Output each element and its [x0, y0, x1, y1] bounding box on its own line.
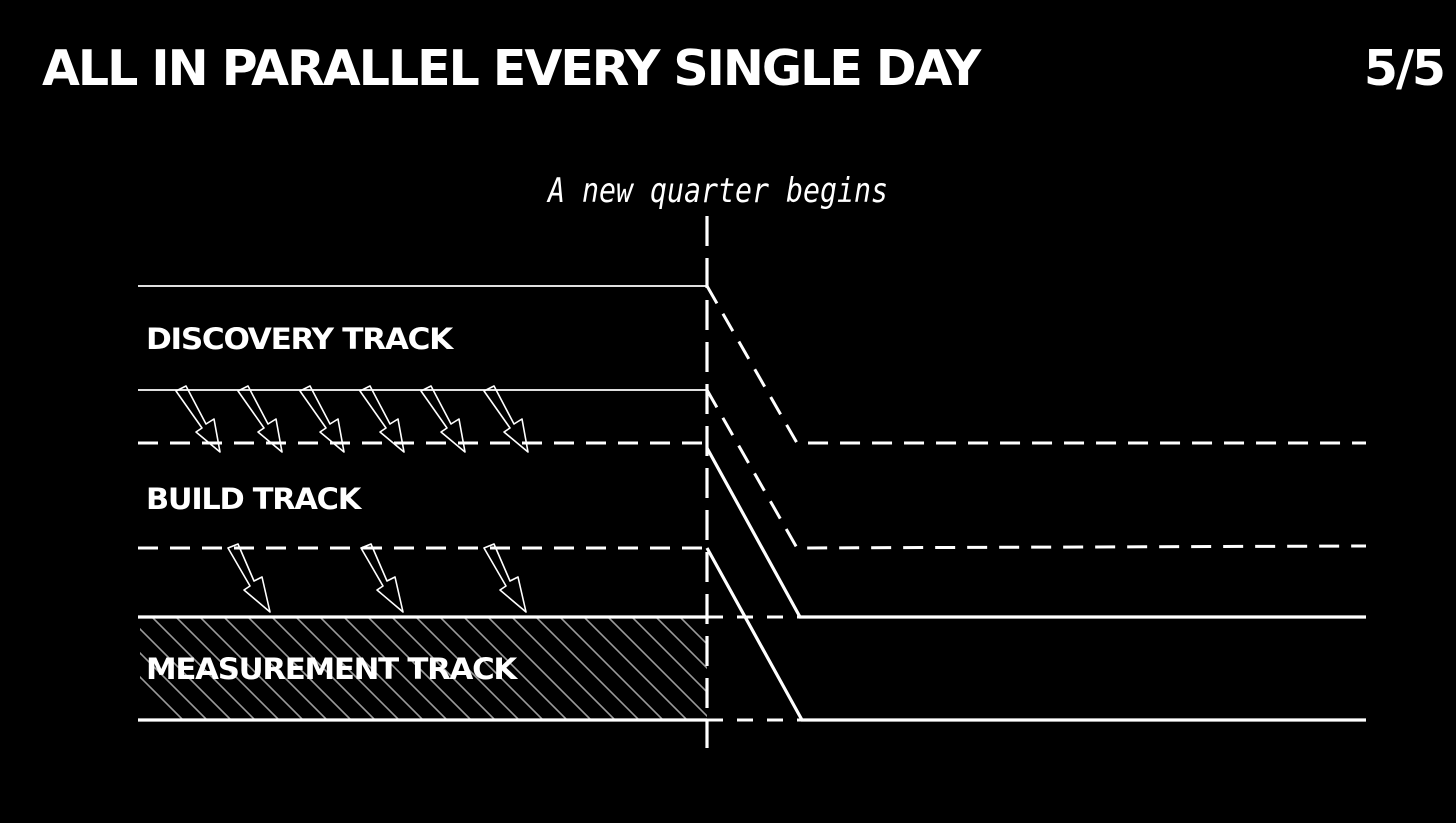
quarter-marker-label: A new quarter begins — [546, 171, 888, 211]
build-track-label: BUILD TRACK — [146, 482, 363, 516]
build-solid-transition-line — [705, 447, 1366, 619]
arrow-icon — [483, 543, 527, 613]
discovery-track-label: DISCOVERY TRACK — [146, 322, 455, 356]
arrow-icon — [237, 385, 283, 453]
discovery-to-build-arrows — [175, 385, 529, 453]
page-counter: 5/5 — [1363, 40, 1446, 97]
arrow-icon — [299, 385, 345, 453]
right-track-boundaries — [705, 285, 1367, 722]
arrow-icon — [175, 385, 221, 453]
arrow-icon — [360, 543, 404, 613]
arrow-icon — [227, 543, 271, 613]
measurement-hatching — [140, 617, 707, 720]
arrow-icon — [483, 385, 529, 453]
discovery-transition-line — [705, 285, 1366, 445]
measurement-track-label: MEASUREMENT TRACK — [146, 652, 519, 686]
measurement-transition-line — [705, 547, 1366, 722]
build-to-measurement-arrows — [227, 543, 527, 613]
arrow-icon — [420, 385, 466, 453]
arrow-icon — [359, 385, 405, 453]
build-transition-line — [705, 389, 1367, 550]
slide-title: ALL IN PARALLEL EVERY SINGLE DAY — [42, 40, 981, 97]
